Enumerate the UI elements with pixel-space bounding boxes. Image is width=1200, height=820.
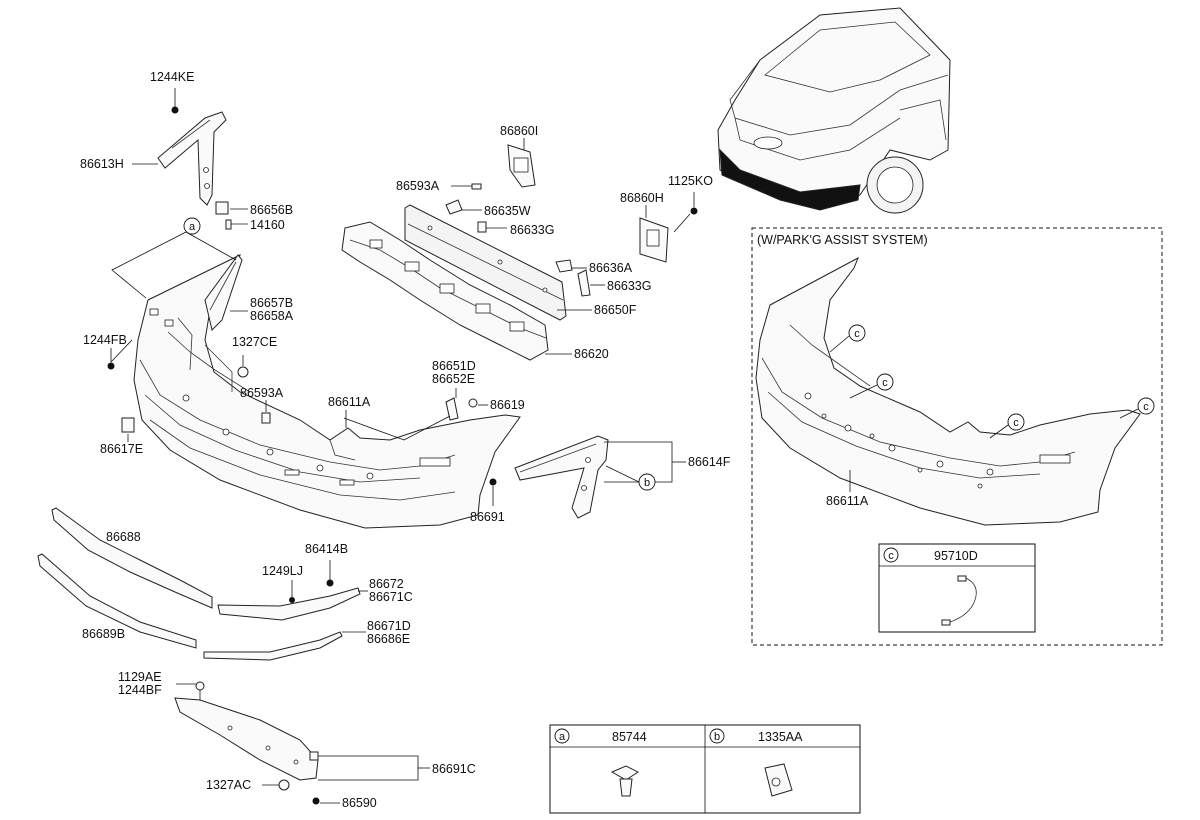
label-86691C: 86691C: [432, 762, 476, 776]
label-86620: 86620: [574, 347, 609, 361]
label-86658A: 86658A: [250, 309, 294, 323]
label-86650F: 86650F: [594, 303, 637, 317]
legend-key-a: a: [559, 731, 566, 743]
label-86414B: 86414B: [305, 542, 348, 556]
label-86671D: 86671D: [367, 619, 411, 633]
label-86617E: 86617E: [100, 442, 143, 456]
label-86688: 86688: [106, 530, 141, 544]
label-86689B: 86689B: [82, 627, 125, 641]
callout-c-4: c: [1143, 401, 1149, 413]
label-1244FB: 1244FB: [83, 333, 127, 347]
label-86614F: 86614F: [688, 455, 731, 469]
label-1249LJ: 1249LJ: [262, 564, 303, 578]
label-86619: 86619: [490, 398, 525, 412]
label-86686E: 86686E: [367, 632, 410, 646]
label-86590: 86590: [342, 796, 377, 810]
parking-sensor-wire: [941, 575, 977, 626]
moldings: [37, 507, 368, 661]
side-bracket-86614F: b: [514, 435, 686, 519]
legend-table: a 85744 b 1335AA: [549, 724, 861, 814]
park-assist-title: (W/PARK'G ASSIST SYSTEM): [757, 233, 928, 247]
label-86593A-low: 86593A: [240, 386, 284, 400]
callout-c-2: c: [882, 377, 888, 389]
rear-bumper-cover: [133, 254, 521, 529]
bracket-86860I: [507, 138, 536, 188]
callout-c-3: c: [1013, 417, 1019, 429]
clip-1335AA-icon: [764, 763, 793, 797]
label-86656B: 86656B: [250, 203, 293, 217]
callout-a-group: a: [111, 217, 237, 299]
callout-a-label: a: [189, 221, 196, 233]
label-86633G-top: 86633G: [510, 223, 554, 237]
label-86633G-mid: 86633G: [607, 279, 651, 293]
label-86652E: 86652E: [432, 372, 475, 386]
label-86672: 86672: [369, 577, 404, 591]
label-86635W: 86635W: [484, 204, 531, 218]
label-1327CE: 1327CE: [232, 335, 277, 349]
label-86860I: 86860I: [500, 124, 538, 138]
bracket-86651D: [343, 388, 497, 506]
label-86860H: 86860H: [620, 191, 664, 205]
leader-lines: [110, 163, 592, 428]
label-86611A-park: 86611A: [826, 494, 869, 508]
label-1327AC: 1327AC: [206, 778, 251, 792]
sensor-key: c: [888, 550, 894, 562]
energy-absorber-86620: [341, 221, 549, 361]
label-1129AE: 1129AE: [118, 670, 162, 684]
label-1244BF: 1244BF: [118, 683, 162, 697]
car-rear-illustration: [717, 7, 951, 214]
label-86613H: 86613H: [80, 157, 124, 171]
fasteners-left: [107, 348, 271, 442]
part-labels: 1244KE 86613H 86656B 14160 86657B 86658A…: [80, 70, 731, 810]
label-86691: 86691: [470, 510, 505, 524]
clips-top-middle: [445, 183, 605, 297]
label-86636A: 86636A: [589, 261, 633, 275]
label-86611A: 86611A: [328, 395, 371, 409]
legend-part-b: 1335AA: [758, 730, 803, 744]
label-86593A-top: 86593A: [396, 179, 440, 193]
bracket-86860H: [639, 192, 698, 263]
rear-beam-86650F: [404, 204, 567, 321]
callout-c-1: c: [854, 328, 860, 340]
legend-part-a: 85744: [612, 730, 647, 744]
side-bracket-86613H: [157, 88, 227, 206]
park-assist-panel: (W/PARK'G ASSIST SYSTEM) c c c c 86611A: [751, 227, 1163, 646]
label-86651D: 86651D: [432, 359, 476, 373]
clip-86656B: [215, 201, 248, 230]
label-86671C: 86671C: [369, 590, 413, 604]
label-1244KE: 1244KE: [150, 70, 194, 84]
label-1125KO: 1125KO: [668, 174, 713, 188]
label-14160: 14160: [250, 218, 285, 232]
side-retainer-86657B: [204, 254, 243, 331]
sensor-part-label: 95710D: [934, 549, 978, 563]
label-86657B: 86657B: [250, 296, 293, 310]
under-cover-86691C: [174, 681, 430, 805]
callout-b-label: b: [644, 477, 650, 489]
legend-key-b: b: [714, 731, 720, 743]
clip-85744-icon: [610, 765, 639, 797]
